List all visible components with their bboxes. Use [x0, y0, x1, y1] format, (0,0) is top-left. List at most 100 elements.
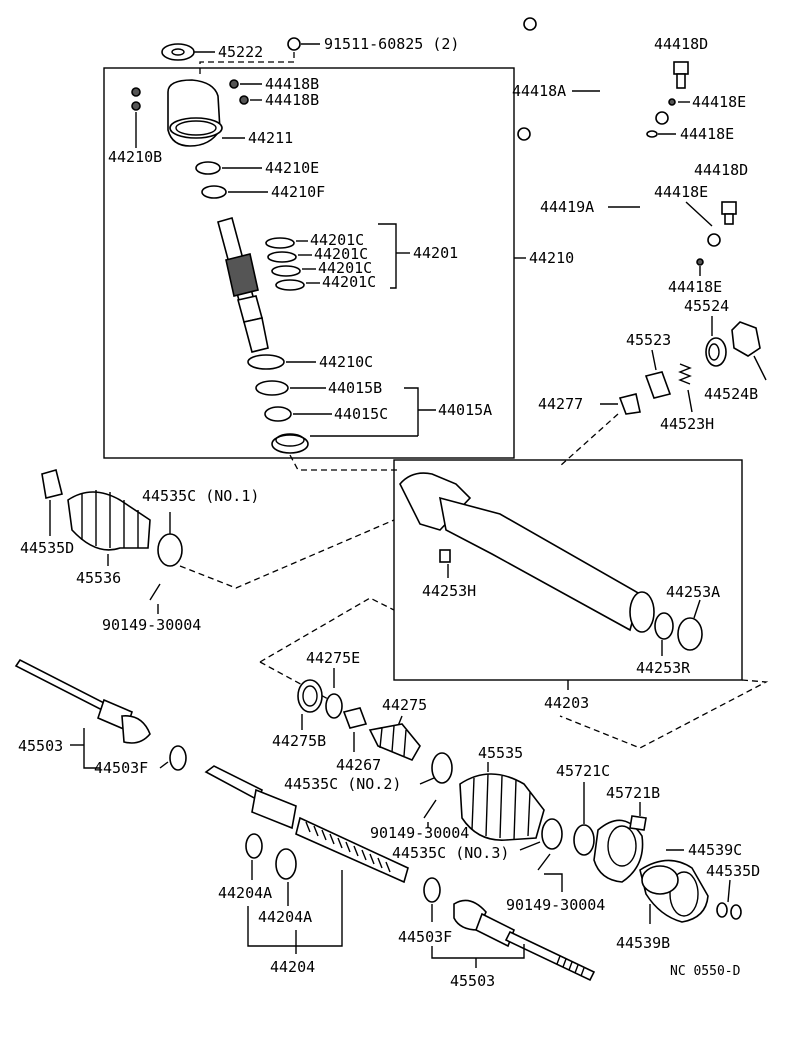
label-44535C-1: 44535C (NO.1) [142, 487, 259, 505]
label-44204A-1: 44204A [218, 884, 272, 902]
label-44535C-3: 44535C (NO.3) [392, 844, 509, 862]
label-44503F-1: 44503F [94, 759, 148, 777]
label-44418A: 44418A [512, 82, 566, 100]
label-45535: 45535 [478, 744, 523, 762]
clamp-44535C-2 [431, 752, 453, 784]
label-44275: 44275 [382, 696, 427, 714]
label-45536: 45536 [76, 569, 121, 587]
label-45222: 45222 [218, 43, 263, 61]
ring-44275E [325, 693, 343, 719]
ring-44204A-2 [275, 848, 297, 880]
label-44535D-2: 44535D [706, 862, 760, 880]
label-44523H: 44523H [660, 415, 714, 433]
ring-44201C-2 [267, 251, 297, 263]
label-44535C-2: 44535C (NO.2) [284, 775, 401, 793]
label-44524B: 44524B [704, 385, 758, 403]
guide-44277 [618, 393, 641, 415]
clamp-44535C-1 [157, 533, 183, 567]
label-44539B: 44539B [616, 934, 670, 952]
label-44210E: 44210E [265, 159, 319, 177]
ring-44210C [247, 354, 285, 370]
clip-90149-2 [423, 799, 437, 819]
union-bolt-44418D-1 [673, 61, 689, 75]
locknut-44503F-1 [169, 745, 187, 771]
label-45503-1: 45503 [18, 737, 63, 755]
label-44418B-2: 44418B [265, 91, 319, 109]
label-90149-2: 90149-30004 [370, 824, 469, 842]
label-44015B: 44015B [328, 379, 382, 397]
spring-seat-45523 [644, 371, 672, 399]
cap-45222 [161, 43, 195, 61]
label-44418E-2: 44418E [680, 125, 734, 143]
label-44210B: 44210B [108, 148, 162, 166]
drawing-code: NC 0550-D [670, 964, 741, 979]
label-44015C: 44015C [334, 405, 388, 423]
ring-44539C [641, 865, 679, 895]
label-45503-2: 45503 [450, 972, 495, 990]
bushing-44253A [677, 617, 703, 651]
label-44503F-2: 44503F [398, 928, 452, 946]
ring-44015B [255, 380, 289, 396]
boot-44275 [368, 723, 421, 762]
union-bolt-44418D-2 [721, 201, 737, 215]
pressure-tube-44419A [517, 127, 721, 247]
clip-90149-3 [537, 853, 551, 871]
rack-housing-44203 [399, 472, 655, 633]
clip-90149-1 [149, 583, 161, 601]
bushing-44275B [297, 679, 323, 713]
ring-44201C-1 [265, 237, 295, 249]
ring-45721C [573, 824, 595, 856]
label-44418E-1: 44418E [692, 93, 746, 111]
clamp-44535D [41, 469, 63, 499]
label-44275B: 44275B [272, 732, 326, 750]
label-90149-1: 90149-30004 [102, 616, 201, 634]
ring-44201C-3 [271, 265, 301, 277]
bushing-44267 [342, 707, 368, 729]
label-44418D-1: 44418D [654, 35, 708, 53]
label-45524: 45524 [684, 297, 729, 315]
label-44277: 44277 [538, 395, 583, 413]
pinion-shaft [217, 217, 269, 353]
steering-rack-44204 [204, 765, 409, 884]
bearing-44015A [271, 434, 309, 454]
gasket-44418E-2 [646, 130, 658, 138]
label-44201: 44201 [413, 244, 458, 262]
clip-44535D-2 [716, 902, 728, 918]
label-44211: 44211 [248, 129, 293, 147]
label-44253A: 44253A [666, 583, 720, 601]
clamp-44535C-3 [541, 818, 563, 850]
label-44204A-2: 44204A [258, 908, 312, 926]
label-44203: 44203 [544, 694, 589, 712]
spring-44523H [678, 363, 692, 385]
label-44204: 44204 [270, 958, 315, 976]
label-44201C-1: 44201C [310, 231, 364, 249]
label-45721B: 45721B [606, 784, 660, 802]
label-44418E-4: 44418E [668, 278, 722, 296]
label-44418D-2: 44418D [694, 161, 748, 179]
pressure-tube-44418A [521, 17, 669, 125]
label-44418B-1: 44418B [265, 75, 319, 93]
pin-44210B-2 [131, 101, 141, 111]
label-45721C: 45721C [556, 762, 610, 780]
bolt-91511 [287, 37, 301, 51]
label-44419A: 44419A [540, 198, 594, 216]
seal-44015C [264, 406, 292, 422]
label-44201C-4: 44201C [322, 273, 376, 291]
label-44418E-3: 44418E [654, 183, 708, 201]
seal-44210F [201, 185, 227, 199]
label-44275E: 44275E [306, 649, 360, 667]
label-44210: 44210 [529, 249, 574, 267]
label-44535D-1: 44535D [20, 539, 74, 557]
label-44253H: 44253H [422, 582, 476, 600]
bracket-45721B [593, 815, 647, 883]
tie-rod-end-45503-left [14, 658, 151, 744]
pin-44210B-1 [131, 87, 141, 97]
gasket-44418E-4 [696, 258, 704, 266]
tie-rod-end-45503-right [453, 899, 596, 982]
label-44210C: 44210C [319, 353, 373, 371]
label-44539C: 44539C [688, 841, 742, 859]
nut-44418B-1 [229, 79, 239, 89]
label-44253R: 44253R [636, 659, 691, 677]
